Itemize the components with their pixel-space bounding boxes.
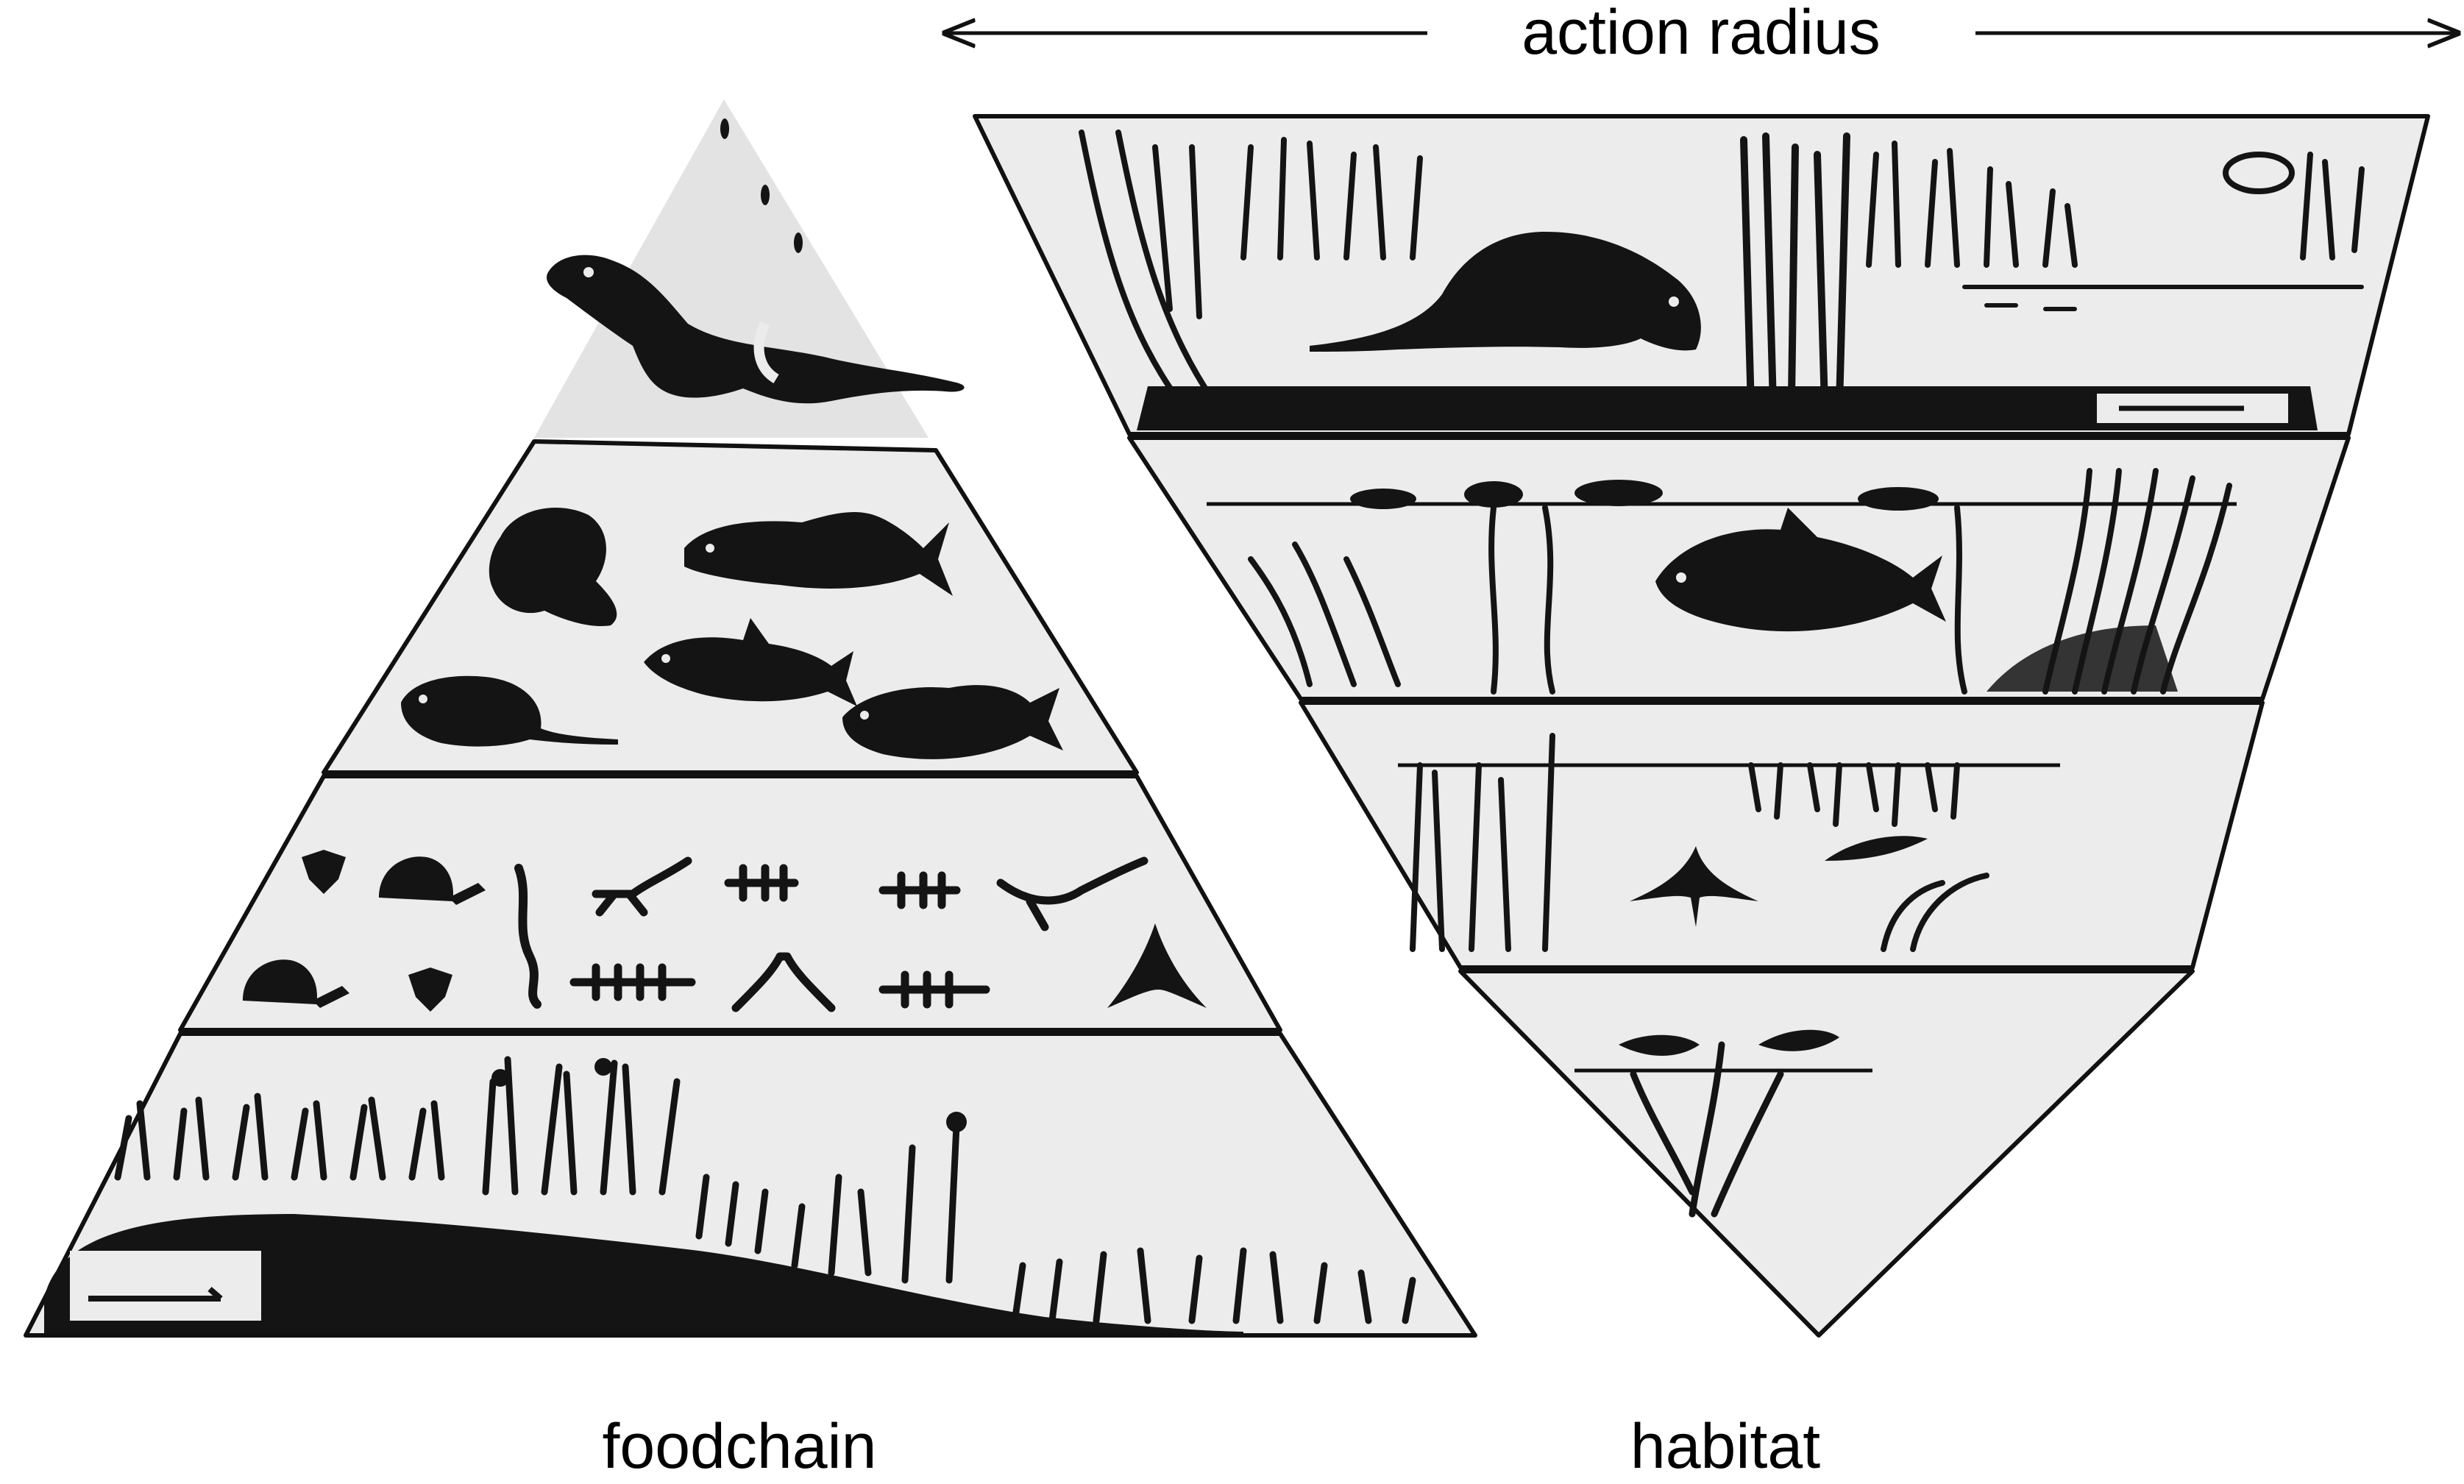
action-radius-indicator: action radius bbox=[945, 0, 2457, 68]
action-radius-label: action radius bbox=[1522, 0, 1881, 68]
habitat-label: habitat bbox=[1630, 1411, 1820, 1482]
habitat-layer-bottom bbox=[1460, 971, 2193, 1335]
foodchain-label: foodchain bbox=[603, 1411, 877, 1482]
habitat-layer-shallow-water bbox=[1301, 703, 2262, 968]
